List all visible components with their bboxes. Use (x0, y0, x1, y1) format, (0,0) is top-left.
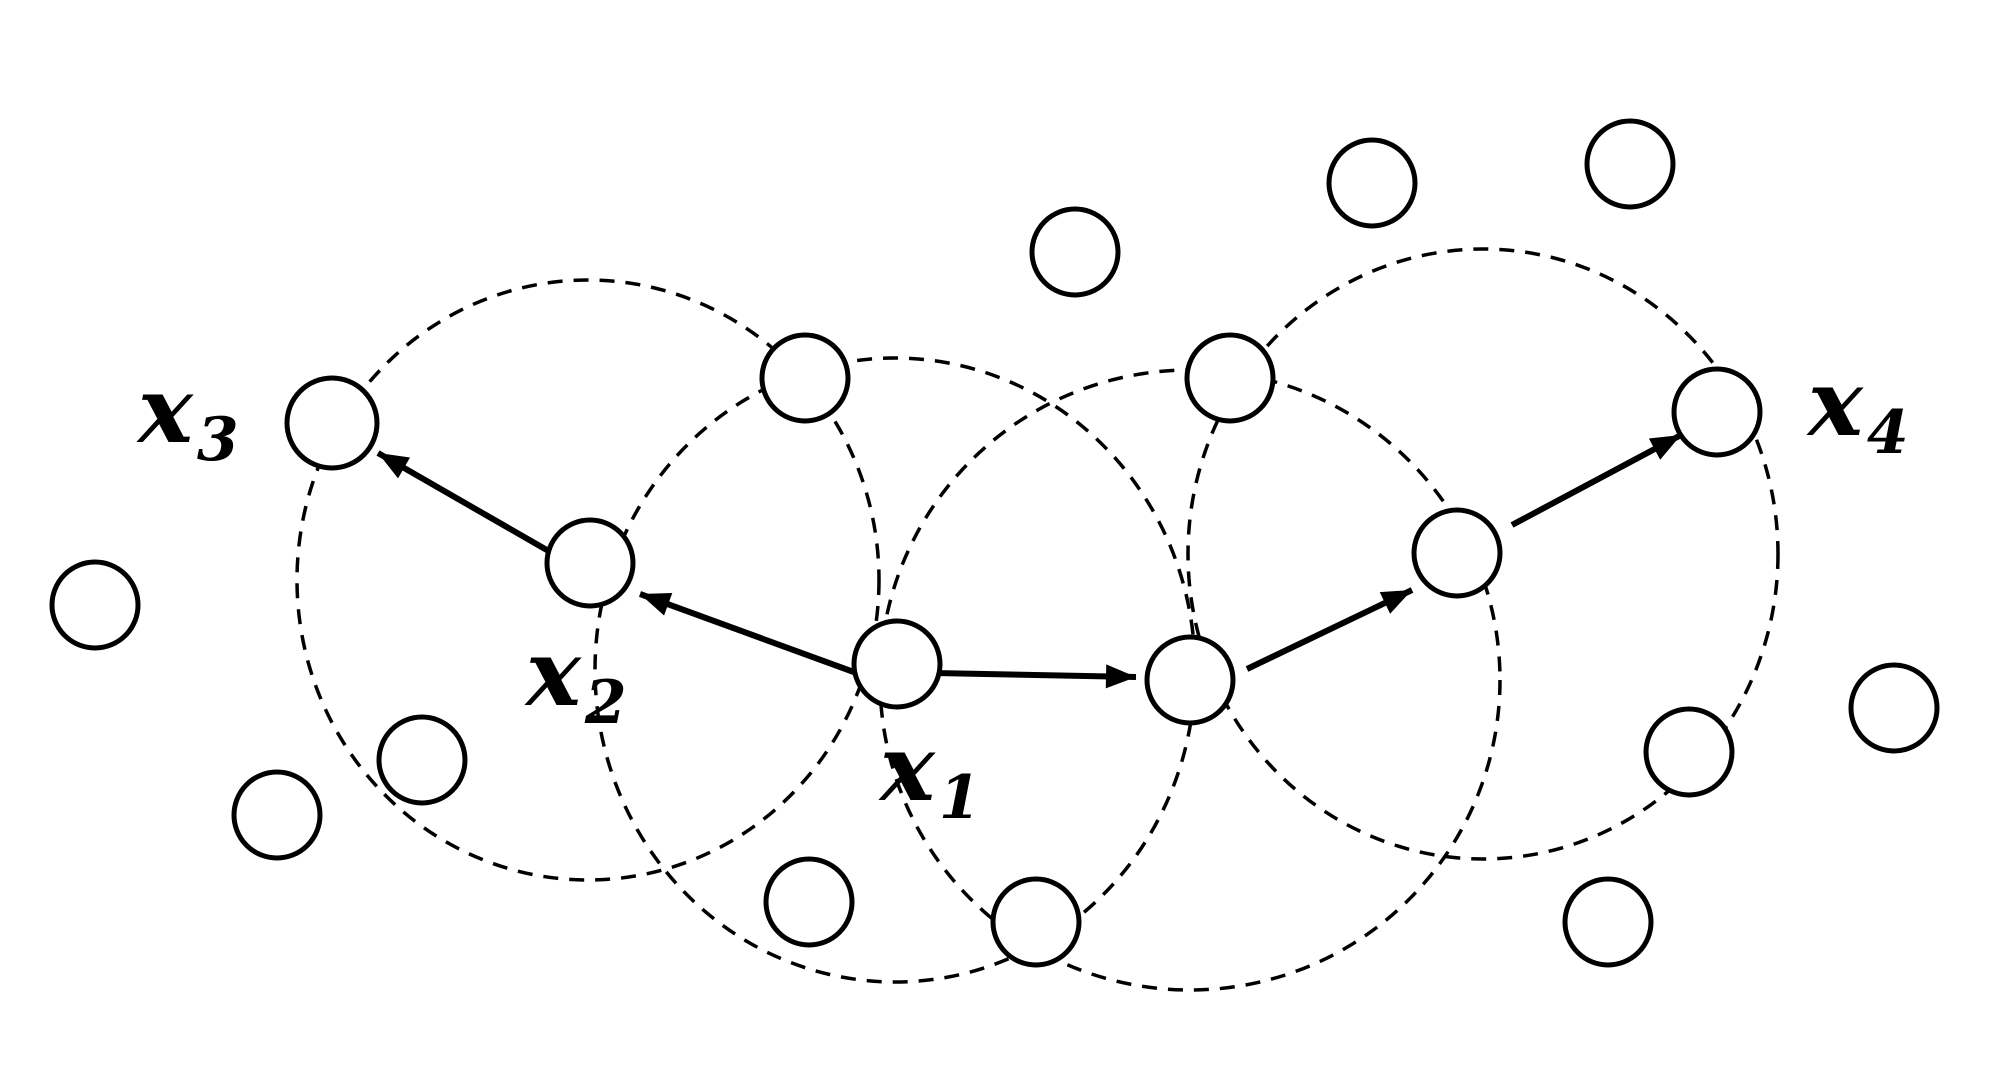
edge-b-to-x4 (1510, 432, 1683, 528)
svg-text:x2: x2 (524, 619, 627, 738)
node-top-2 (1326, 137, 1418, 229)
node-right-low (1643, 706, 1735, 798)
route-edges (376, 432, 1683, 689)
svg-text:x1: x1 (878, 714, 981, 833)
label-x3-base: x (136, 356, 194, 464)
label-x4-base: x (1806, 349, 1864, 457)
node-left-edge (49, 559, 141, 651)
node-bottom-left-2 (376, 714, 468, 806)
label-x3-subscript: 3 (197, 405, 239, 475)
nodes (49, 118, 1940, 968)
label-x1-base: x (878, 714, 936, 822)
edge-x2-to-x3 (376, 450, 561, 560)
range-circle-x2 (295, 278, 881, 882)
node-x2 (544, 517, 636, 609)
label-x2-base: x (524, 619, 582, 727)
node-top-3 (1584, 118, 1676, 210)
edge-x1-to-a (933, 664, 1137, 689)
node-x3 (284, 375, 380, 471)
node-x1 (851, 618, 943, 710)
edge-x1-to-x2 (638, 591, 864, 678)
range-circle-right (1186, 247, 1780, 861)
node-relay-a (1144, 634, 1236, 726)
label-x1-subscript: 1 (939, 763, 981, 833)
node-bottom-left-1 (231, 769, 323, 861)
label-x1: x1 (878, 714, 981, 833)
edge-a-to-b (1245, 587, 1414, 672)
node-x4 (1671, 366, 1763, 458)
node-bottom-center-1 (763, 856, 855, 948)
label-x2: x2 (524, 619, 627, 738)
node-upper-mid-left (759, 332, 851, 424)
node-relay-b (1411, 507, 1503, 599)
label-x4-subscript: 4 (1867, 398, 1909, 468)
svg-text:x4: x4 (1806, 349, 1909, 468)
node-top-1 (1029, 206, 1121, 298)
label-x4: x4 (1806, 349, 1909, 468)
label-x3: x3 (136, 356, 239, 475)
node-right-edge (1848, 662, 1940, 754)
node-bottom-right-1 (1562, 876, 1654, 968)
svg-text:x3: x3 (136, 356, 239, 475)
label-x2-subscript: 2 (584, 668, 627, 738)
node-upper-mid-right (1184, 332, 1276, 424)
node-bottom-center-2 (990, 876, 1082, 968)
